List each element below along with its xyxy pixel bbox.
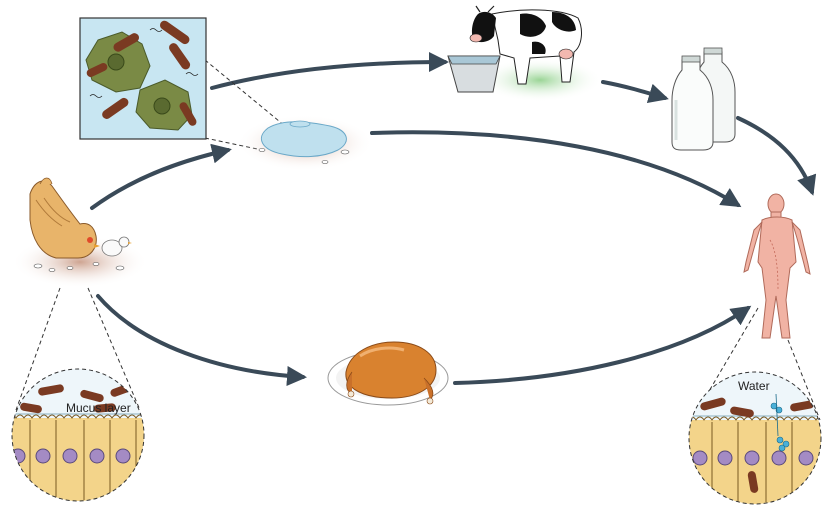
protozoa-inset: [79, 17, 286, 151]
arrow-protozoa-to-cow: [210, 52, 449, 90]
arrows: [90, 52, 817, 387]
arrow-water-to-human: [370, 130, 742, 208]
cell-nucleus: [12, 448, 131, 464]
gut-human-inset: Water: [688, 307, 822, 505]
water-molecules: [770, 402, 790, 452]
water-puddle: [237, 115, 373, 171]
human: [743, 193, 811, 339]
gut-chicken-inset: Mucus layer: [11, 287, 145, 502]
bacteria: [20, 383, 134, 414]
arrow-milk-to-human: [736, 116, 817, 196]
arrow-roast-to-human: [453, 305, 752, 385]
milk-bottle: [671, 59, 714, 151]
arrow-chicken-to-water: [90, 143, 232, 210]
chicken: [12, 177, 148, 288]
chick: [101, 239, 123, 257]
water-label: Water: [738, 379, 770, 393]
cow: [447, 5, 602, 102]
cell-nucleus: [692, 450, 814, 466]
bacteria: [700, 397, 814, 493]
water-trough: [447, 55, 501, 93]
arrow-chicken-to-roast: [96, 294, 307, 387]
mucus-layer-label: Mucus layer: [66, 401, 131, 415]
roast-chicken: [327, 341, 449, 406]
arrow-cow-to-milk: [601, 80, 669, 103]
bacteria: [86, 20, 197, 126]
milk-bottles: [671, 47, 736, 151]
